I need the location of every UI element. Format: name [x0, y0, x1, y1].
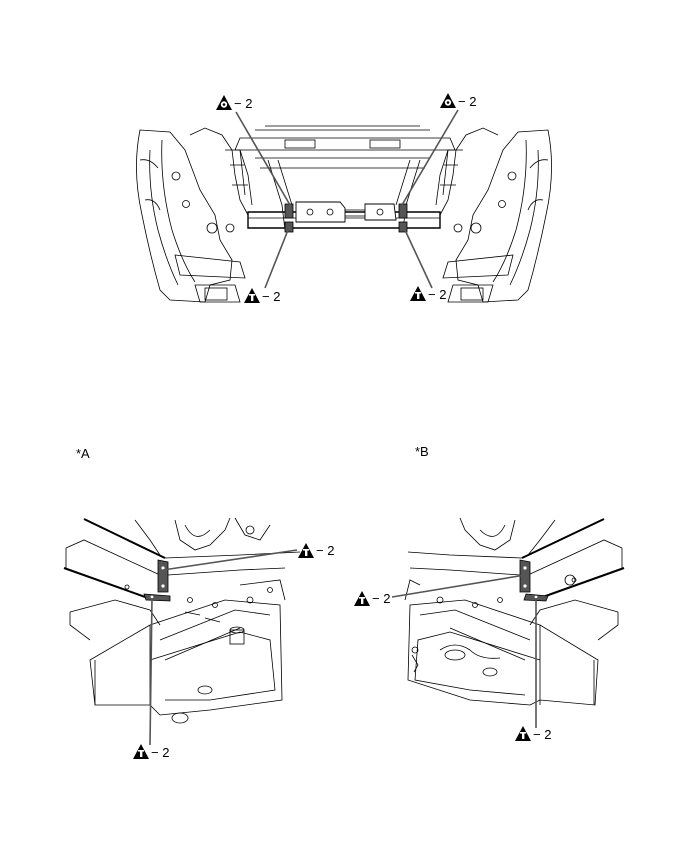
callout-text: − 2 [428, 287, 446, 302]
callout-text: − 2 [151, 745, 169, 760]
callout-top-right-lower: − 2 [410, 286, 446, 302]
callout-text: − 2 [234, 96, 252, 111]
view-a-label: *A [76, 446, 90, 461]
callout-text: − 2 [262, 289, 280, 304]
bolt-i-triangle-icon [298, 543, 314, 558]
view-b-drawing [391, 517, 625, 728]
view-b-label: *B [415, 444, 429, 459]
bolt-i-triangle-icon [244, 288, 260, 303]
view-a-drawing [63, 517, 301, 746]
callout-text: − 2 [372, 591, 390, 606]
callout-text: − 2 [458, 94, 476, 109]
callout-a-lower: − 2 [133, 744, 169, 760]
callout-a-upper: − 2 [298, 543, 334, 558]
callout-text: − 2 [316, 543, 334, 558]
bolt-i-triangle-icon [354, 591, 370, 606]
bolt-i-triangle-icon [410, 286, 426, 301]
bolt-i-triangle-icon [133, 744, 149, 759]
bolt-i-triangle-icon [515, 726, 531, 741]
callout-b-lower: − 2 [515, 726, 551, 742]
callout-top-left-upper: − 2 [216, 95, 252, 111]
callout-top-right-upper: − 2 [440, 93, 476, 109]
bolt-circle-triangle-icon [216, 95, 232, 110]
callout-text: − 2 [533, 727, 551, 742]
callout-b-left: − 2 [354, 591, 390, 606]
top-view-drawing [136, 109, 552, 303]
bolt-circle-triangle-icon [440, 93, 456, 108]
callout-top-left-lower: − 2 [244, 288, 280, 304]
